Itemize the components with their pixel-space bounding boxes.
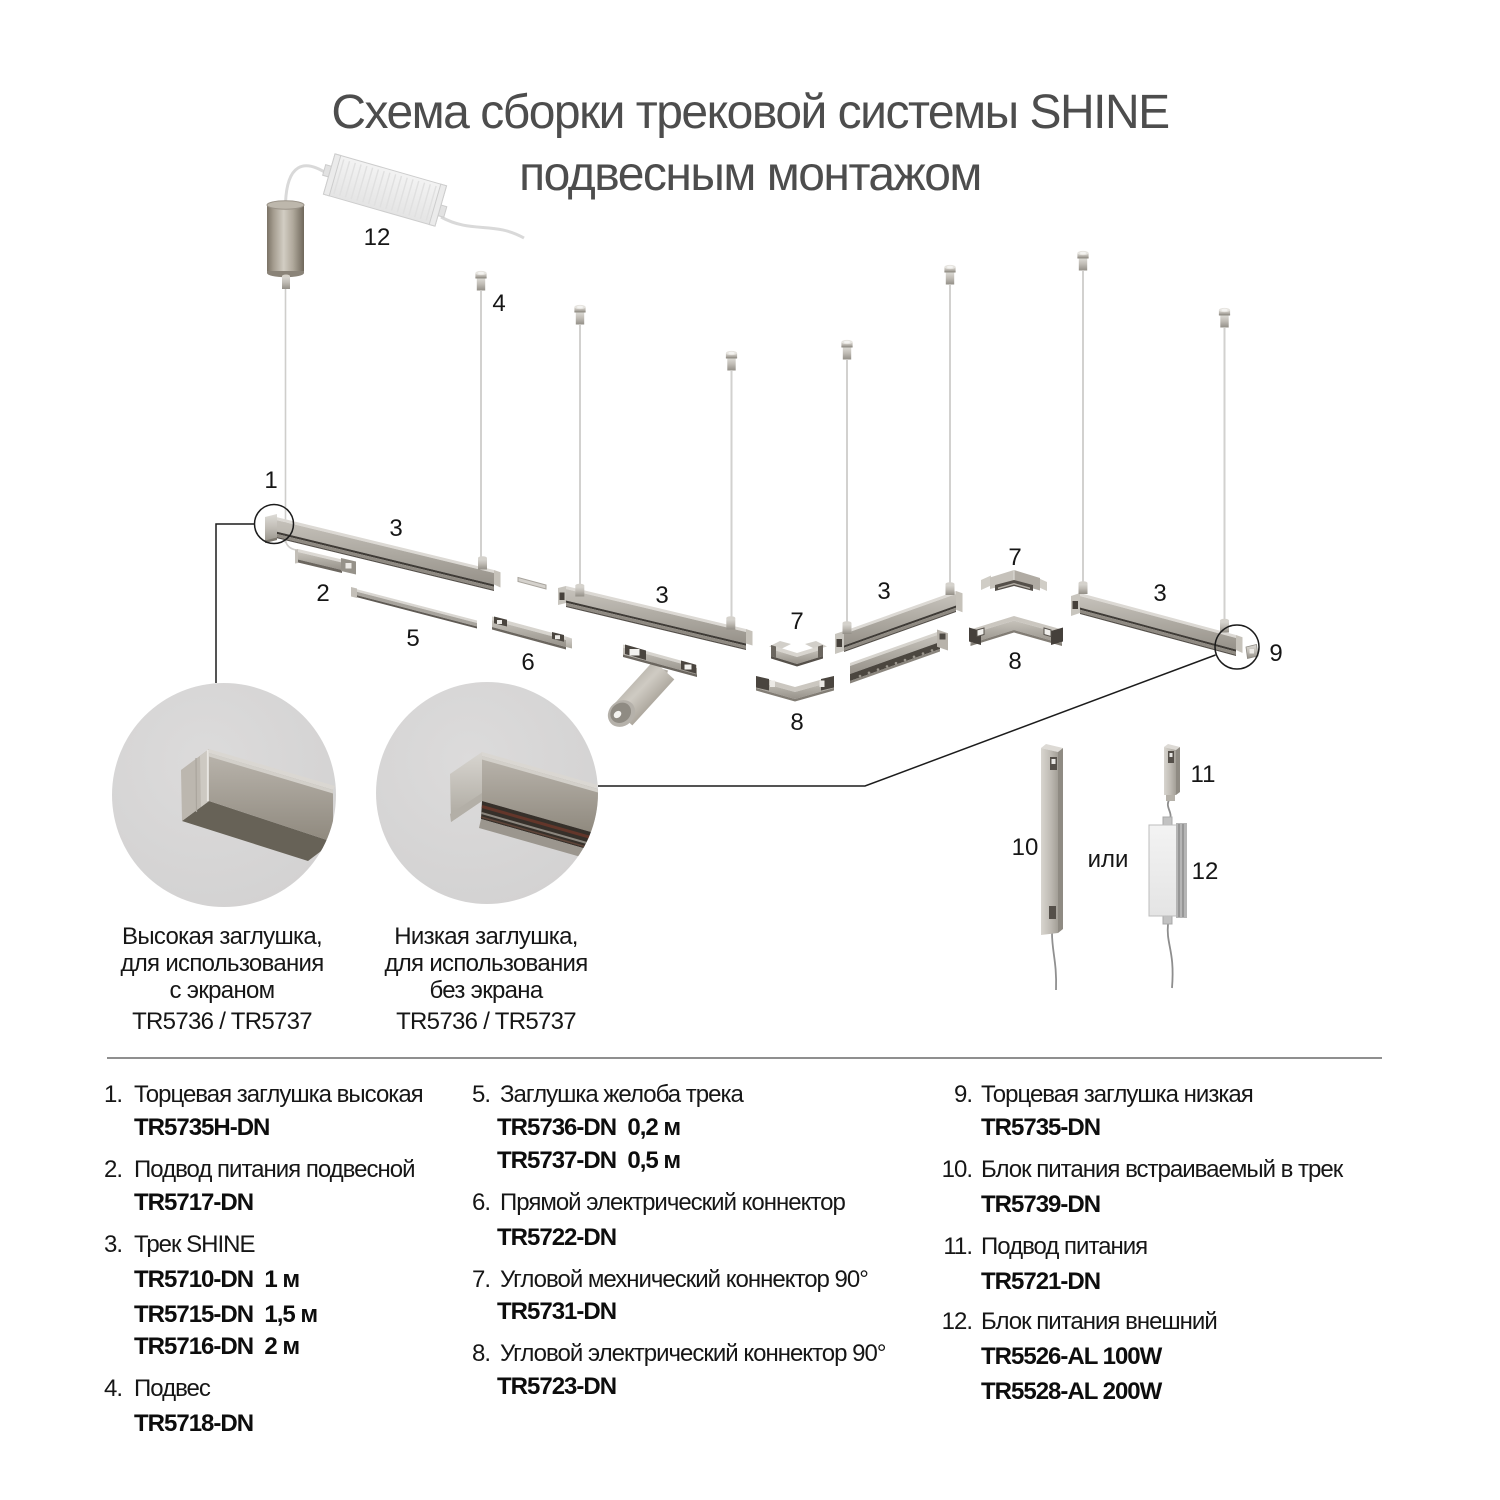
svg-text:3: 3 (655, 582, 668, 609)
svg-text:TR5717-DN: TR5717-DN (134, 1189, 253, 1216)
svg-text:TR5731-DN: TR5731-DN (497, 1298, 616, 1325)
svg-text:или: или (1088, 846, 1129, 873)
svg-text:2.: 2. (104, 1156, 122, 1183)
svg-text:5.: 5. (472, 1081, 490, 1108)
svg-text:Угловой мехнический коннектор: Угловой мехнический коннектор 90° (500, 1266, 868, 1293)
svg-text:с экраном: с экраном (170, 977, 275, 1004)
svg-text:Блок питания встраиваемый в тр: Блок питания встраиваемый в трек (981, 1156, 1344, 1183)
svg-text:8.: 8. (472, 1340, 490, 1367)
svg-text:TR5722-DN: TR5722-DN (497, 1224, 616, 1251)
svg-text:1: 1 (264, 467, 277, 494)
svg-text:7.: 7. (472, 1266, 490, 1293)
svg-text:Торцевая заглушка высокая: Торцевая заглушка высокая (134, 1081, 423, 1108)
svg-text:Трек SHINE: Трек SHINE (134, 1231, 255, 1258)
svg-text:12: 12 (1192, 858, 1219, 885)
svg-text:9: 9 (1269, 640, 1282, 667)
svg-text:TR5716-DN 2 м: TR5716-DN 2 м (134, 1333, 299, 1360)
svg-text:12.: 12. (942, 1308, 972, 1335)
svg-text:без экрана: без экрана (429, 977, 543, 1004)
svg-text:TR5710-DN 1 м: TR5710-DN 1 м (134, 1266, 299, 1293)
svg-text:подвесным монтажом: подвесным монтажом (519, 148, 981, 201)
svg-text:TR5718-DN: TR5718-DN (134, 1410, 253, 1437)
svg-text:Высокая заглушка,: Высокая заглушка, (122, 923, 322, 950)
svg-text:TR5736 / TR5737: TR5736 / TR5737 (396, 1008, 576, 1035)
svg-text:TR5736-DN 0,2 м: TR5736-DN 0,2 м (497, 1114, 680, 1141)
svg-text:3: 3 (877, 578, 890, 605)
svg-text:TR5735H-DN: TR5735H-DN (134, 1114, 269, 1141)
svg-text:TR5723-DN: TR5723-DN (497, 1373, 616, 1400)
svg-text:2: 2 (316, 580, 329, 607)
svg-text:TR5528-AL 200W: TR5528-AL 200W (981, 1378, 1163, 1405)
svg-text:TR5739-DN: TR5739-DN (981, 1191, 1100, 1218)
svg-text:11: 11 (1191, 761, 1216, 788)
svg-text:TR5715-DN 1,5 м: TR5715-DN 1,5 м (134, 1301, 317, 1328)
svg-text:Заглушка желоба трека: Заглушка желоба трека (500, 1081, 745, 1108)
svg-text:5: 5 (406, 625, 419, 652)
svg-text:Подвод питания подвесной: Подвод питания подвесной (134, 1156, 415, 1183)
svg-text:TR5735-DN: TR5735-DN (981, 1114, 1100, 1141)
svg-text:Схема сборки трековой системы: Схема сборки трековой системы SHINE (331, 86, 1168, 139)
svg-text:11.: 11. (943, 1233, 972, 1260)
svg-text:10.: 10. (942, 1156, 972, 1183)
svg-text:для использования: для использования (384, 950, 587, 977)
svg-text:7: 7 (1008, 544, 1021, 571)
svg-text:4.: 4. (104, 1375, 122, 1402)
svg-text:1.: 1. (104, 1081, 122, 1108)
svg-text:TR5736 / TR5737: TR5736 / TR5737 (132, 1008, 312, 1035)
svg-text:Подвес: Подвес (134, 1375, 211, 1402)
svg-text:12: 12 (364, 224, 391, 251)
svg-text:Угловой электрический коннекто: Угловой электрический коннектор 90° (500, 1340, 886, 1367)
svg-text:6.: 6. (472, 1189, 490, 1216)
svg-text:8: 8 (790, 709, 803, 736)
svg-text:9.: 9. (954, 1081, 972, 1108)
svg-text:10: 10 (1012, 834, 1039, 861)
svg-text:8: 8 (1008, 648, 1021, 675)
svg-text:Торцевая заглушка низкая: Торцевая заглушка низкая (981, 1081, 1253, 1108)
svg-text:7: 7 (790, 608, 803, 635)
svg-text:Прямой электрический коннектор: Прямой электрический коннектор (500, 1189, 845, 1216)
svg-text:Подвод питания: Подвод питания (981, 1233, 1147, 1260)
svg-text:3: 3 (1153, 580, 1166, 607)
svg-text:Низкая заглушка,: Низкая заглушка, (394, 923, 577, 950)
svg-text:для использования: для использования (120, 950, 323, 977)
svg-text:TR5737-DN 0,5 м: TR5737-DN 0,5 м (497, 1147, 680, 1174)
svg-text:Блок питания внешний: Блок питания внешний (981, 1308, 1217, 1335)
svg-text:TR5721-DN: TR5721-DN (981, 1268, 1100, 1295)
svg-text:6: 6 (521, 649, 534, 676)
svg-text:4: 4 (492, 290, 505, 317)
svg-text:3: 3 (389, 515, 402, 542)
svg-text:3.: 3. (104, 1231, 122, 1258)
svg-text:TR5526-AL 100W: TR5526-AL 100W (981, 1343, 1163, 1370)
